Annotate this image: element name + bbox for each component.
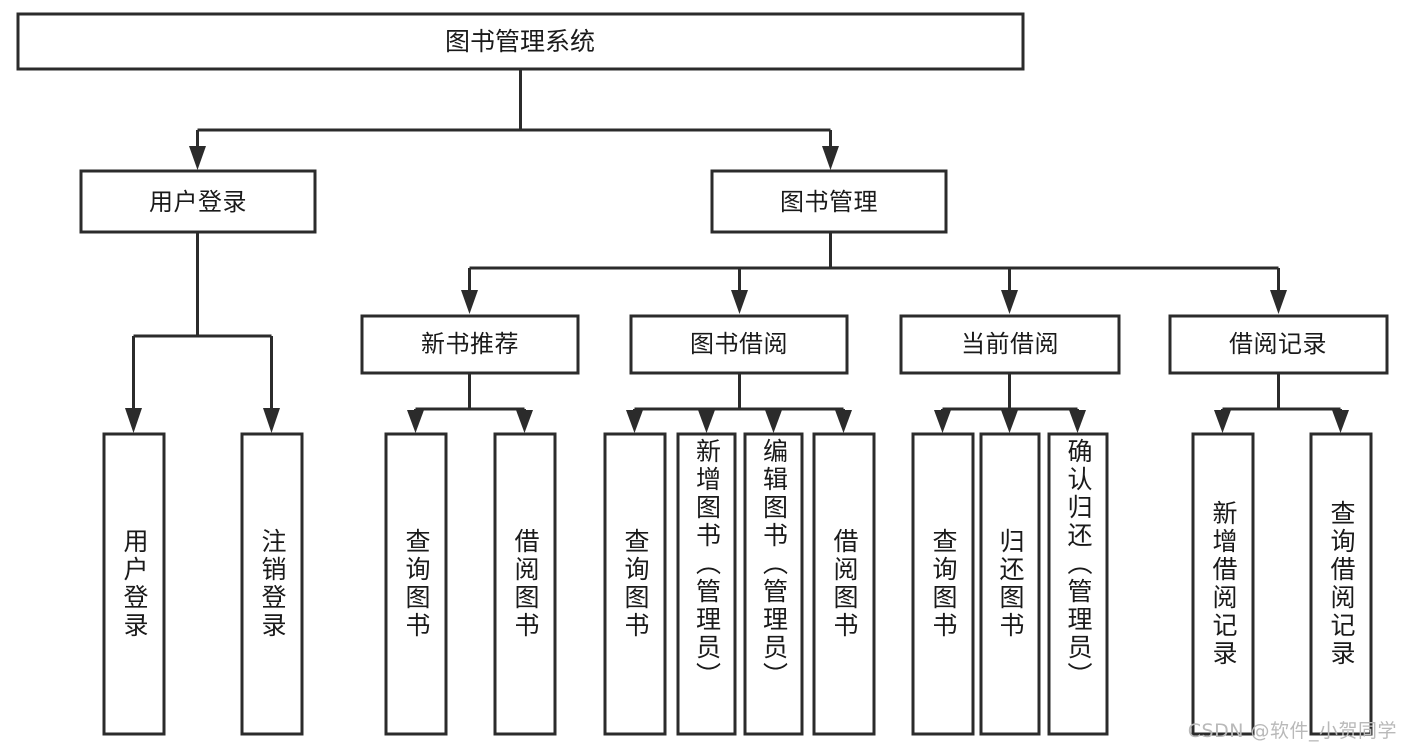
arrowhead-leaf-user-login bbox=[125, 408, 142, 433]
arrowhead-leaf-query-book-3 bbox=[934, 410, 951, 433]
arrowhead-leaf-return-book bbox=[1001, 410, 1018, 433]
connectors-borrow-record-to-leaves bbox=[1214, 374, 1349, 433]
node-borrow-record-label: 借阅记录 bbox=[1229, 330, 1327, 358]
node-borrow-record-box[interactable] bbox=[1168, 314, 1389, 375]
node-user-login-label: 用户登录 bbox=[149, 188, 247, 216]
leaf-add-book-box[interactable] bbox=[676, 432, 737, 736]
connectors-new-book-recommend-to-leaves bbox=[407, 374, 533, 433]
arrowhead-borrow-record bbox=[1270, 290, 1287, 314]
leaf-borrow-book-1-box[interactable] bbox=[493, 432, 557, 736]
arrowhead-leaf-query-record bbox=[1332, 410, 1349, 433]
leaf-confirm-return-box[interactable] bbox=[1047, 432, 1109, 736]
arrowhead-new-book-recommend bbox=[461, 290, 478, 314]
node-book-manage[interactable]: 图书管理 bbox=[710, 169, 948, 234]
arrowhead-leaf-add-record bbox=[1214, 410, 1231, 433]
arrowhead-book-borrow bbox=[731, 290, 748, 314]
leaf-user-login-box[interactable] bbox=[102, 432, 166, 736]
leaf-borrow-book-2-box[interactable] bbox=[812, 432, 876, 736]
leaf-boxes bbox=[102, 432, 1373, 736]
node-book-borrow[interactable]: 图书借阅 bbox=[629, 314, 849, 375]
connectors-book-borrow-to-leaves bbox=[626, 374, 852, 433]
node-new-book-recommend[interactable]: 新书推荐 bbox=[360, 314, 580, 375]
node-new-book-recommend-label: 新书推荐 bbox=[421, 330, 519, 358]
leaf-query-book-3-box[interactable] bbox=[911, 432, 975, 736]
node-root-label: 图书管理系统 bbox=[445, 27, 595, 56]
arrowhead-leaf-add-book bbox=[698, 410, 715, 433]
arrowhead-leaf-query-book-1 bbox=[407, 410, 424, 433]
arrowhead-user-login bbox=[189, 146, 206, 170]
node-root[interactable]: 图书管理系统 bbox=[16, 12, 1025, 71]
connectors-user-login-to-leaves bbox=[125, 233, 280, 433]
connectors-current-borrow-to-leaves bbox=[934, 374, 1086, 433]
node-borrow-record[interactable]: 借阅记录 bbox=[1168, 314, 1389, 375]
leaf-add-record-box[interactable] bbox=[1191, 432, 1255, 736]
leaf-query-book-1-box[interactable] bbox=[384, 432, 448, 736]
node-book-manage-box[interactable] bbox=[710, 169, 948, 234]
node-current-borrow-label: 当前借阅 bbox=[961, 330, 1059, 358]
arrowhead-leaf-confirm-return bbox=[1069, 410, 1086, 433]
leaf-return-book-box[interactable] bbox=[979, 432, 1041, 736]
csdn-watermark: CSDN @软件_小贺同学 bbox=[1187, 720, 1397, 742]
node-user-login[interactable]: 用户登录 bbox=[79, 169, 317, 234]
arrowhead-leaf-edit-book bbox=[765, 410, 782, 433]
arrowhead-leaf-borrow-book-2 bbox=[835, 410, 852, 433]
arrowhead-book-manage bbox=[822, 146, 839, 170]
node-new-book-recommend-box[interactable] bbox=[360, 314, 580, 375]
leaf-logout-login-box[interactable] bbox=[240, 432, 304, 736]
leaf-query-record-box[interactable] bbox=[1309, 432, 1373, 736]
node-book-borrow-label: 图书借阅 bbox=[690, 330, 788, 358]
node-book-manage-label: 图书管理 bbox=[780, 188, 878, 216]
node-user-login-box[interactable] bbox=[79, 169, 317, 234]
arrowhead-current-borrow bbox=[1001, 290, 1018, 314]
leaf-query-book-2-box[interactable] bbox=[603, 432, 667, 736]
connectors-root-to-level2 bbox=[189, 69, 839, 170]
node-current-borrow[interactable]: 当前借阅 bbox=[899, 314, 1121, 375]
node-book-borrow-box[interactable] bbox=[629, 314, 849, 375]
leaf-edit-book-box[interactable] bbox=[743, 432, 804, 736]
node-current-borrow-box[interactable] bbox=[899, 314, 1121, 375]
arrowhead-leaf-borrow-book-1 bbox=[516, 410, 533, 433]
arrowhead-leaf-logout-login bbox=[263, 408, 280, 433]
connectors-book-manage-to-level3 bbox=[461, 233, 1287, 314]
arrowhead-leaf-query-book-2 bbox=[626, 410, 643, 433]
node-root-box[interactable] bbox=[16, 12, 1025, 71]
